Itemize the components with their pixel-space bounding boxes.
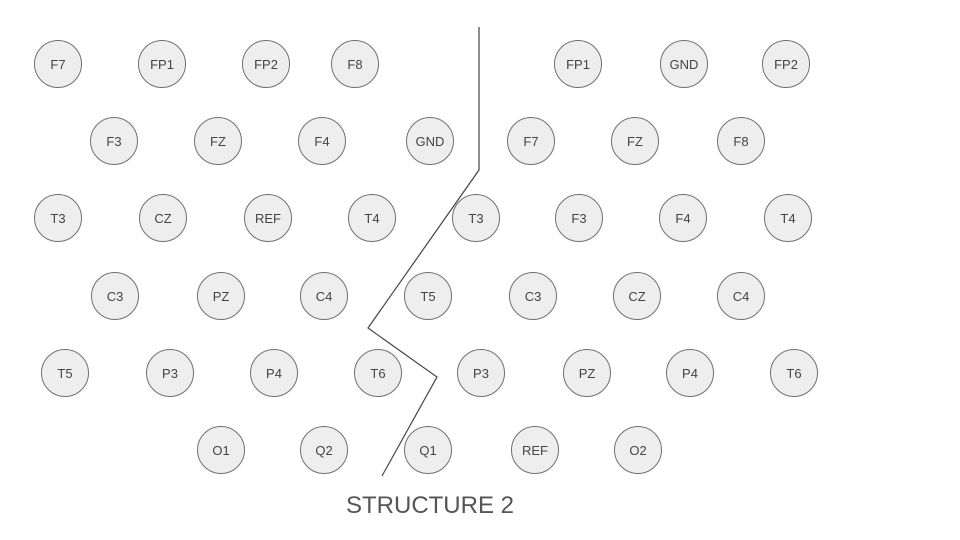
electrode-right-c3: C3 (509, 272, 557, 320)
electrode-left-o1: O1 (197, 426, 245, 474)
electrode-right-f4: F4 (659, 194, 707, 242)
electrode-left-q2: Q2 (300, 426, 348, 474)
electrode-left-fz: FZ (194, 117, 242, 165)
electrode-right-gnd: GND (660, 40, 708, 88)
electrode-right-pz: PZ (563, 349, 611, 397)
electrode-left-cz: CZ (139, 194, 187, 242)
electrode-right-fp1: FP1 (554, 40, 602, 88)
electrode-right-cz: CZ (613, 272, 661, 320)
electrode-left-ref: REF (244, 194, 292, 242)
electrode-left-t3: T3 (34, 194, 82, 242)
electrode-right-p3: P3 (457, 349, 505, 397)
electrode-left-c4: C4 (300, 272, 348, 320)
electrode-left-f3: F3 (90, 117, 138, 165)
electrode-right-ref: REF (511, 426, 559, 474)
electrode-right-fz: FZ (611, 117, 659, 165)
electrode-right-f3: F3 (555, 194, 603, 242)
electrode-left-t6: T6 (354, 349, 402, 397)
electrode-left-f7: F7 (34, 40, 82, 88)
electrode-right-t3: T3 (452, 194, 500, 242)
electrode-right-f7: F7 (507, 117, 555, 165)
electrode-left-p4: P4 (250, 349, 298, 397)
electrode-left-p3: P3 (146, 349, 194, 397)
electrode-left-f8: F8 (331, 40, 379, 88)
electrode-left-fp1: FP1 (138, 40, 186, 88)
electrode-right-p4: P4 (666, 349, 714, 397)
divider-line (367, 27, 480, 477)
electrode-left-pz: PZ (197, 272, 245, 320)
electrode-right-c4: C4 (717, 272, 765, 320)
electrode-right-o2: O2 (614, 426, 662, 474)
electrode-right-t4: T4 (764, 194, 812, 242)
electrode-right-f8: F8 (717, 117, 765, 165)
electrode-right-q1: Q1 (404, 426, 452, 474)
electrode-left-fp2: FP2 (242, 40, 290, 88)
electrode-left-f4: F4 (298, 117, 346, 165)
electrode-right-t5: T5 (404, 272, 452, 320)
electrode-left-t4: T4 (348, 194, 396, 242)
electrode-right-fp2: FP2 (762, 40, 810, 88)
electrode-left-c3: C3 (91, 272, 139, 320)
diagram-title: STRUCTURE 2 (345, 492, 514, 519)
electrode-left-gnd: GND (406, 117, 454, 165)
electrode-right-t6: T6 (770, 349, 818, 397)
electrode-left-t5: T5 (41, 349, 89, 397)
